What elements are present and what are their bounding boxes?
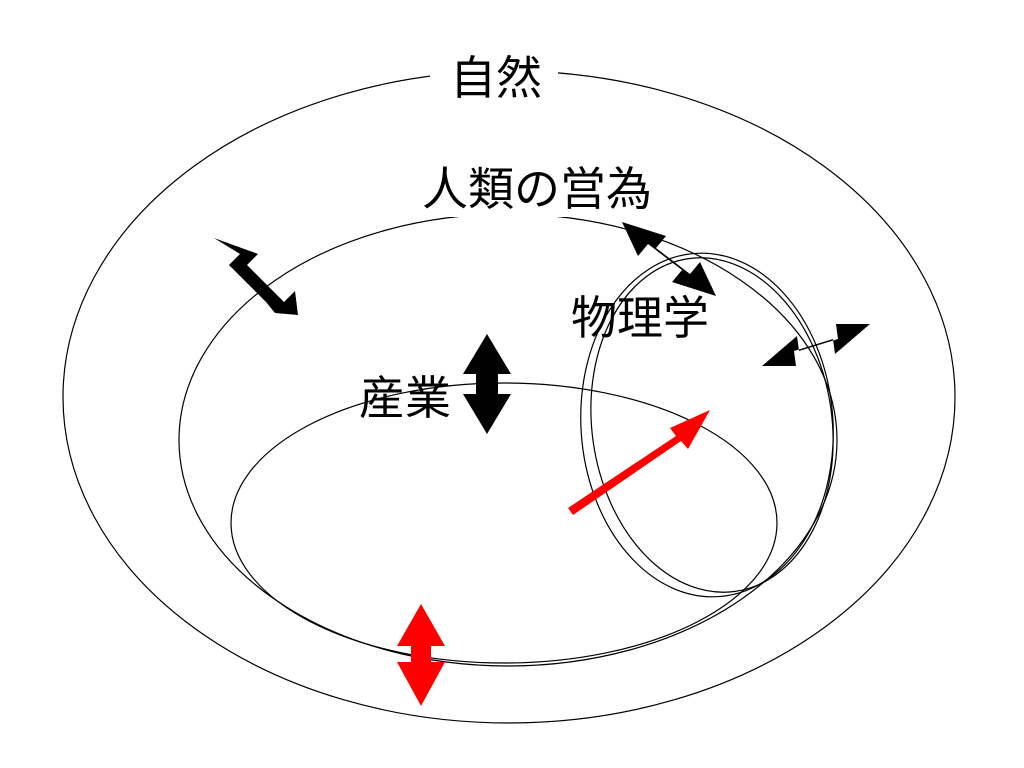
human-activity-label-mask bbox=[390, 165, 690, 217]
vertical-double-arrow-icon bbox=[463, 334, 511, 434]
physics-ellipse bbox=[580, 252, 834, 598]
double-arrow-icon bbox=[622, 222, 716, 296]
red-vertical-double-arrow-icon bbox=[397, 604, 445, 706]
human-activity-label: 人類の営為 bbox=[422, 162, 652, 216]
nature-label-mask bbox=[430, 52, 558, 106]
physics-ellipse-outline bbox=[590, 257, 834, 593]
nature-label: 自然 bbox=[450, 51, 542, 105]
human-activity-ellipse bbox=[178, 213, 838, 667]
industry-label: 産業 bbox=[359, 371, 451, 425]
industry-ellipse bbox=[230, 382, 778, 664]
red-arrow-icon bbox=[568, 410, 710, 515]
double-arrow-icon bbox=[762, 324, 870, 366]
double-arrow-icon bbox=[214, 238, 298, 315]
physics-label: 物理学 bbox=[571, 291, 709, 345]
